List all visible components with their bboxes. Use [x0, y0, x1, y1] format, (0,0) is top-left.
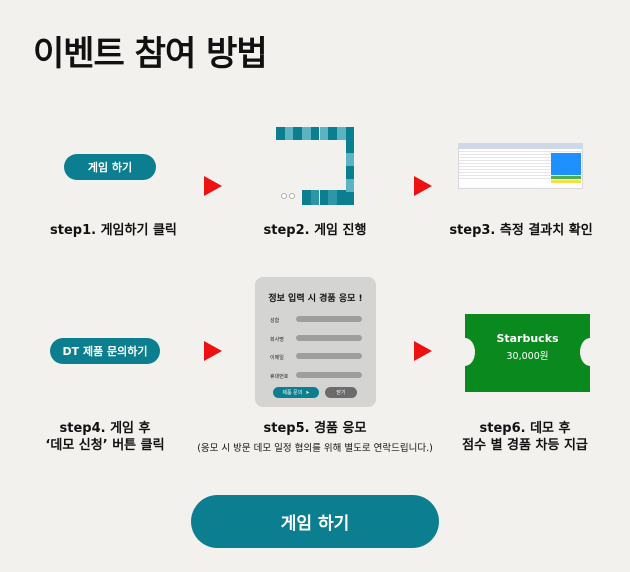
step5-note: (응모 시 방문 데모 일정 협의를 위해 별도로 연락드립니다.) — [197, 443, 433, 454]
step1-label: step1. 게임하기 클릭 — [50, 223, 177, 238]
game-tile — [345, 166, 354, 179]
arrow-right-icon — [204, 176, 222, 196]
step4-label-line2: ‘데모 신청’ 버튼 클릭 — [45, 438, 165, 453]
voucher-brand: Starbucks — [496, 332, 559, 345]
email-input[interactable] — [296, 353, 362, 359]
result-spreadsheet-image — [458, 143, 583, 189]
send-icon: ➤ — [305, 389, 310, 396]
game-tile — [345, 179, 354, 192]
entry-form-card: 정보 입력 시 경품 응모 ! 성함 회사명 이메일 휴대번호 제품 문의 ➤ … — [255, 277, 376, 407]
dt-product-inquiry-pill-button[interactable]: DT 제품 문의하기 — [50, 338, 160, 364]
page-title: 이벤트 참여 방법 — [33, 34, 268, 74]
game-tile — [345, 192, 354, 205]
step5-label: step5. 경품 응모 — [263, 421, 367, 436]
arrow-right-icon — [414, 341, 432, 361]
game-tile — [336, 190, 346, 205]
phone-input[interactable] — [296, 372, 362, 378]
step6-label: step6. 데모 후 — [479, 421, 571, 436]
starbucks-voucher: Starbucks 30,000원 — [455, 314, 600, 392]
product-inquiry-label: 제품 문의 — [282, 390, 303, 396]
play-game-pill-button[interactable]: 게임 하기 — [64, 154, 156, 180]
step3-label: step3. 측정 결과치 확인 — [449, 223, 593, 238]
voucher-amount: 30,000원 — [506, 351, 549, 362]
game-piece — [289, 193, 295, 199]
game-tile — [336, 127, 346, 140]
game-tile — [328, 190, 337, 205]
game-tile — [310, 190, 320, 205]
game-tile — [345, 127, 355, 140]
form-field-label: 회사명 — [270, 337, 284, 343]
name-input[interactable] — [296, 316, 362, 322]
game-tile — [302, 190, 311, 205]
game-tile — [319, 127, 329, 140]
game-tile — [302, 127, 311, 140]
game-tile — [345, 153, 354, 166]
close-button[interactable]: 닫기 — [325, 387, 357, 398]
form-field-label: 이메일 — [270, 355, 284, 361]
step2-label: step2. 게임 진행 — [263, 223, 367, 238]
form-field-label: 휴대번호 — [270, 374, 289, 380]
game-tile — [276, 127, 285, 140]
step6-label-line2: 점수 별 경품 차등 지급 — [462, 438, 588, 453]
product-inquiry-button[interactable]: 제품 문의 ➤ — [273, 387, 319, 398]
game-tile — [310, 127, 320, 140]
arrow-right-icon — [204, 341, 222, 361]
game-tile — [293, 127, 303, 140]
game-piece — [281, 193, 287, 199]
form-title: 정보 입력 시 경품 응모 ! — [268, 294, 363, 304]
arrow-right-icon — [414, 176, 432, 196]
company-input[interactable] — [296, 335, 362, 341]
game-tile — [345, 140, 354, 153]
step4-label: step4. 게임 후 — [59, 421, 151, 436]
game-tile — [328, 127, 337, 140]
game-preview-image — [276, 127, 355, 205]
form-field-label: 성함 — [270, 318, 280, 324]
game-tile — [319, 190, 329, 205]
play-game-button[interactable]: 게임 하기 — [191, 495, 439, 548]
game-tile — [284, 127, 294, 140]
